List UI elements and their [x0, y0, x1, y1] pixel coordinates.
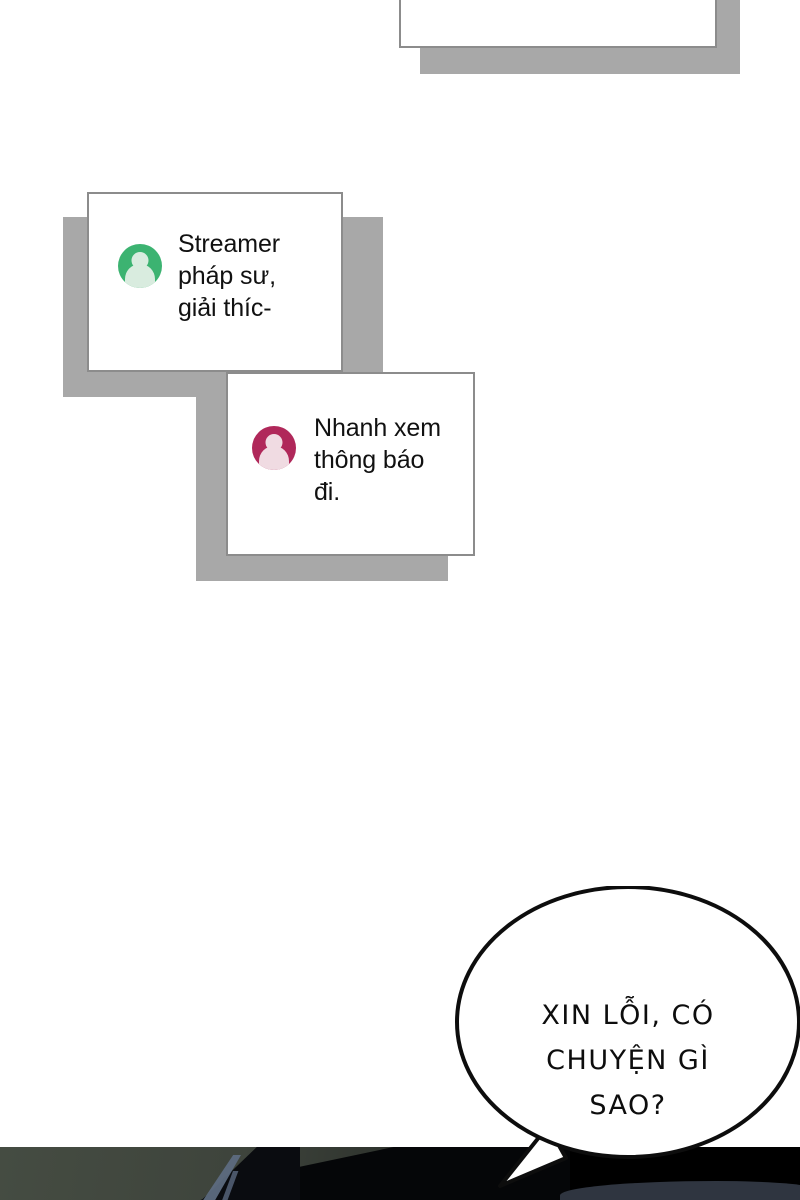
chat-row-streamer: Streamer pháp sư, giải thíc-	[118, 228, 348, 324]
chat-row-notification: Nhanh xem thông báo đi.	[252, 412, 482, 508]
character-shoulder	[560, 1181, 800, 1200]
balloon-body-shape	[455, 886, 800, 1159]
speech-balloon[interactable]	[448, 886, 800, 1196]
bottom-art-panel	[0, 1147, 800, 1200]
chat-text-streamer: Streamer pháp sư, giải thíc-	[178, 230, 281, 322]
chat-text-notification: Nhanh xem thông báo đi.	[314, 414, 441, 506]
avatar-green-icon	[118, 244, 162, 288]
speech-balloon-text: XIN LỖI, CÓ CHUYỆN GÌ SAO?	[541, 1000, 715, 1121]
chat-card-top-cropped[interactable]	[399, 0, 717, 48]
avatar-magenta-icon	[252, 426, 296, 470]
